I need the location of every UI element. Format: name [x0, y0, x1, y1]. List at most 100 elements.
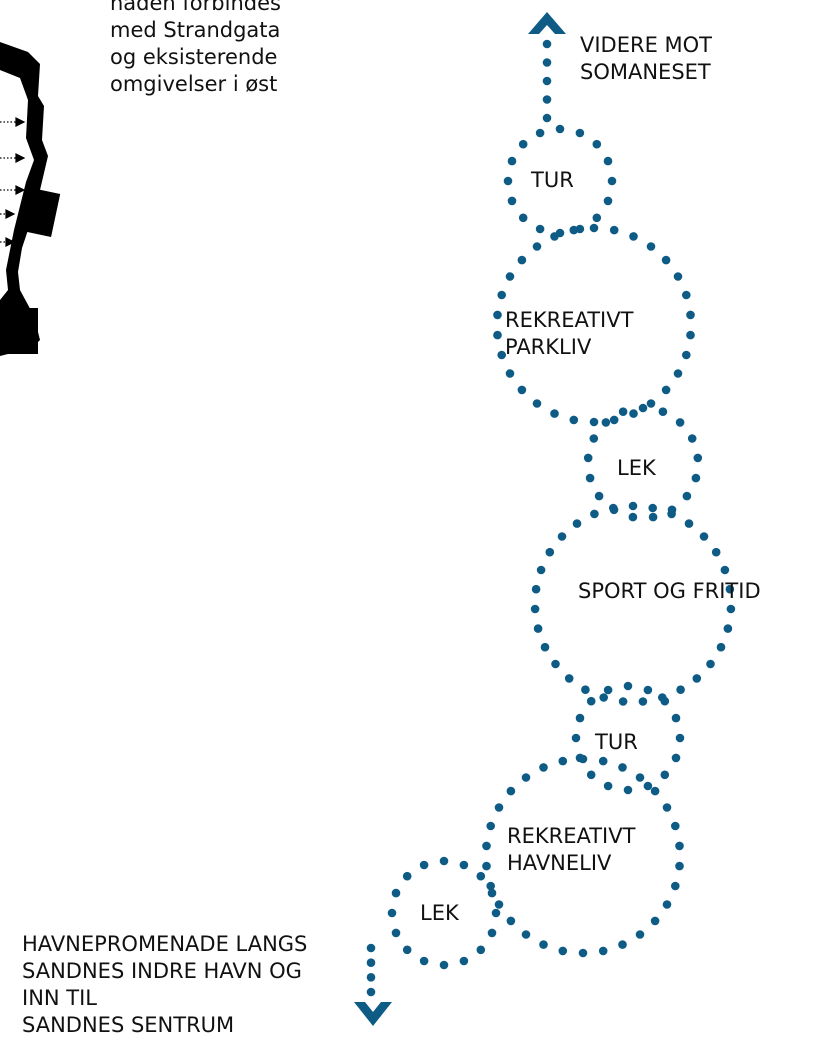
lek-ring-dot — [476, 945, 486, 955]
lek-ring-dot — [459, 956, 469, 966]
route-connector-dot — [542, 58, 552, 67]
destination-line: SOMANESET — [580, 60, 711, 84]
havneliv-ring-dot — [494, 803, 504, 812]
havneliv-ring-dot — [635, 930, 645, 939]
stop-label-lek: LEK — [617, 455, 656, 482]
stop-label-rekreativt-havneliv: REKREATIVT HAVNELIV — [507, 823, 635, 877]
tur-ring-dot — [507, 156, 517, 166]
lek-ring-dot — [476, 871, 486, 881]
havneliv-ring-dot — [671, 821, 680, 831]
tur-ring-dot — [603, 156, 613, 166]
lek-ring-dot — [589, 434, 599, 443]
havneliv-ring-dot — [506, 786, 516, 796]
havneliv-ring-dot — [598, 946, 608, 956]
sport-ring-dot — [676, 685, 685, 694]
lek-ring-dot — [682, 491, 692, 501]
lek-ring-dot — [491, 908, 501, 918]
sport-ring-dot — [557, 532, 567, 541]
parkliv-ring-dot — [517, 385, 527, 395]
sport-ring-dot — [725, 584, 735, 594]
destination-label-bottom: HAVNEPROMENADE LANGS SANDNES INDRE HAVN … — [22, 931, 307, 1039]
stop-label-tur: TUR — [595, 729, 638, 756]
destination-line: VIDERE MOT — [580, 33, 713, 57]
tur-ring-dot — [503, 176, 513, 186]
sport-ring-dot — [726, 604, 736, 614]
sport-ring-dot — [692, 674, 702, 683]
destination-line: SANDNES SENTRUM — [22, 1013, 235, 1037]
tur-ring-dot — [603, 685, 613, 695]
lek-ring-dot — [648, 512, 658, 522]
route-connector-dot — [542, 113, 552, 123]
destination-line: SANDNES INDRE HAVN OG — [22, 959, 302, 983]
havneliv-ring-dot — [650, 916, 660, 926]
lek-ring-dot — [638, 403, 648, 413]
lek-ring-dot — [628, 512, 638, 522]
havneliv-ring-dot — [558, 946, 568, 956]
stop-label-line: REKREATIVT — [505, 308, 634, 332]
parkliv-ring-dot — [532, 242, 542, 251]
havneliv-ring-dot — [558, 756, 568, 766]
sport-ring-dot — [706, 659, 715, 669]
sport-ring-dot — [711, 547, 721, 557]
parkliv-ring-dot — [629, 409, 638, 418]
tur-ring-dot — [623, 681, 633, 691]
tur-ring-dot — [675, 733, 685, 743]
tur-ring-dot — [518, 139, 528, 149]
sport-ring-dot — [699, 532, 709, 541]
sport-ring-dot — [723, 624, 733, 633]
sport-ring-dot — [540, 642, 550, 652]
stop-label-line: LEK — [420, 901, 459, 925]
lek-ring-dot — [439, 856, 449, 866]
stop-label-tur: TUR — [531, 167, 574, 194]
lek-ring-dot — [419, 956, 429, 966]
stop-label-line: REKREATIVT — [507, 824, 636, 848]
lek-ring-dot — [691, 473, 701, 483]
route-connector-dot — [366, 973, 376, 982]
route-connector-dot — [366, 987, 376, 997]
sport-ring-dot — [572, 519, 582, 528]
intro-text: naden forbindes med Strandgata og eksist… — [110, 0, 281, 98]
parkliv-ring-dot — [646, 399, 656, 408]
havneliv-ring-dot — [671, 881, 680, 891]
havneliv-ring-dot — [486, 821, 496, 831]
parkliv-ring-dot — [550, 409, 559, 418]
intro-line: og eksisterende — [110, 45, 278, 69]
tur-ring-dot — [660, 770, 670, 780]
lek-ring-dot — [391, 928, 401, 938]
parkliv-ring-dot — [589, 417, 599, 427]
sport-ring-dot — [530, 604, 540, 614]
sport-ring-dot — [536, 565, 546, 575]
parkliv-ring-dot — [629, 232, 638, 241]
lek-ring-dot — [402, 871, 412, 881]
sport-ring-dot — [581, 685, 590, 694]
parkliv-ring-dot — [682, 290, 691, 300]
sport-ring-dot — [609, 503, 618, 513]
parkliv-ring-dot — [550, 232, 559, 241]
intro-line: omgivelser i øst — [110, 72, 278, 96]
stop-label-line: TUR — [595, 730, 638, 754]
parkliv-ring-dot — [661, 385, 671, 395]
havneliv-ring-dot — [578, 754, 588, 764]
sport-ring-dot — [628, 501, 638, 511]
parkliv-ring-dot — [609, 225, 619, 235]
lek-ring-dot — [487, 928, 497, 938]
tur-ring-dot — [571, 733, 581, 743]
sport-ring-dot — [667, 509, 676, 519]
sport-ring-dot — [716, 642, 726, 652]
havneliv-ring-dot — [539, 940, 548, 949]
havneliv-ring-dot — [618, 763, 627, 772]
havneliv-ring-dot — [521, 773, 531, 782]
tur-ring-dot — [603, 196, 613, 206]
lek-ring-dot — [658, 407, 668, 417]
lek-ring-dot — [387, 908, 397, 918]
chevron-down-icon — [354, 1002, 392, 1026]
route-connector-dot — [542, 39, 552, 49]
tur-ring-dot — [586, 770, 596, 780]
route-connector-dot — [542, 76, 552, 86]
lek-ring-dot — [687, 434, 697, 443]
map-block — [17, 186, 61, 238]
stop-label-line: SPORT OG FRITID — [578, 579, 761, 603]
tur-ring-dot — [607, 176, 617, 186]
sport-ring-dot — [599, 693, 608, 702]
tur-ring-dot — [518, 213, 528, 223]
